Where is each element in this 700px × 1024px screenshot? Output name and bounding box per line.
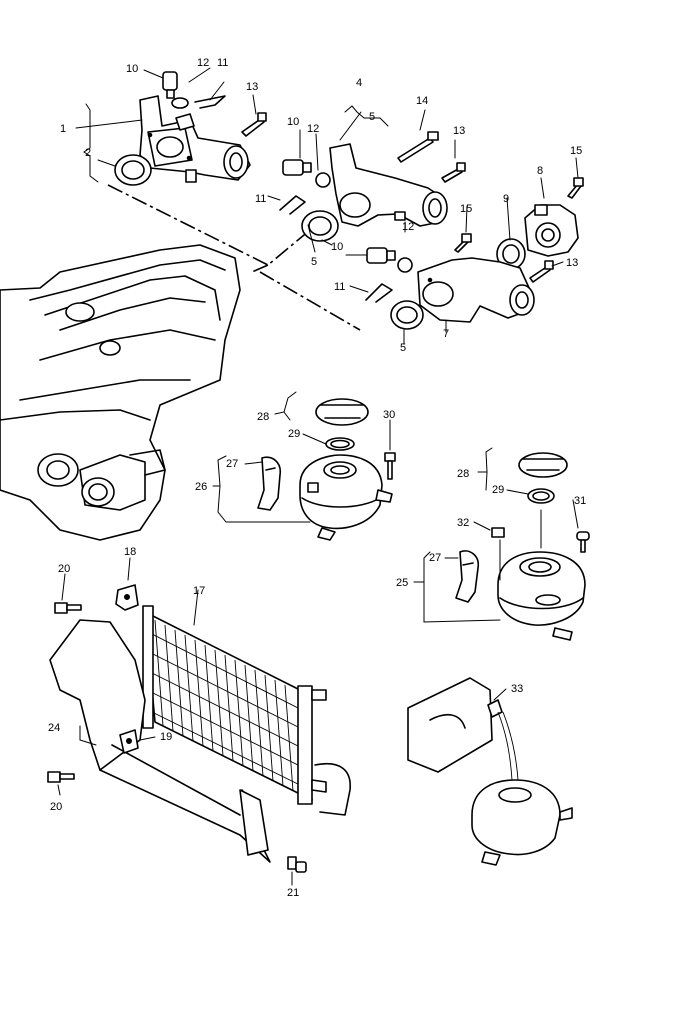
coolant-flange-right[interactable] xyxy=(329,143,448,227)
coolant-canister-33[interactable] xyxy=(407,677,519,781)
callout-27-lower: 27 xyxy=(429,552,441,564)
callout-8: 8 xyxy=(537,165,543,177)
callout-21: 21 xyxy=(287,887,299,899)
o-ring-12-lower[interactable] xyxy=(397,257,413,273)
callout-29-upper: 29 xyxy=(288,428,300,440)
callout-33: 33 xyxy=(511,683,523,695)
callout-32: 32 xyxy=(457,517,469,529)
bolt-13-lower[interactable] xyxy=(529,260,554,283)
assembly-centerline xyxy=(107,184,361,331)
bolt-20-lower[interactable] xyxy=(47,771,75,783)
callout-10-top-left: 10 xyxy=(126,63,138,75)
clip-11-left[interactable] xyxy=(194,95,226,109)
callout-15-middle: 15 xyxy=(460,203,472,215)
nut-32[interactable] xyxy=(491,527,505,538)
leader-lines xyxy=(57,67,579,886)
callout-12-lower: 12 xyxy=(402,221,414,233)
callout-13-lower: 13 xyxy=(566,257,578,269)
engine-block xyxy=(0,244,241,541)
heat-shield-27-lower[interactable] xyxy=(455,550,480,603)
callout-26: 26 xyxy=(195,481,207,493)
o-ring-12-right[interactable] xyxy=(315,172,331,188)
callout-20-upper: 20 xyxy=(58,563,70,575)
coolant-flange-8[interactable] xyxy=(524,204,579,257)
o-ring-12-left[interactable] xyxy=(171,97,189,109)
callout-15-right: 15 xyxy=(570,145,582,157)
expansion-tank-25[interactable] xyxy=(497,551,586,641)
callout-5-lower: 5 xyxy=(400,342,406,354)
temperature-sensor-top-left[interactable] xyxy=(162,71,178,99)
coolant-flange-left[interactable] xyxy=(139,95,251,183)
callout-27-upper: 27 xyxy=(226,458,238,470)
callout-28-lower: 28 xyxy=(457,468,469,480)
callout-31: 31 xyxy=(574,495,586,507)
radiator-17[interactable] xyxy=(142,605,327,805)
callout-1: 1 xyxy=(60,123,66,135)
bolt-20-upper[interactable] xyxy=(54,602,82,614)
filler-cap-28-lower[interactable] xyxy=(518,452,568,478)
heat-shield-27-upper[interactable] xyxy=(257,456,282,511)
bolt-13-right[interactable] xyxy=(441,162,466,183)
callout-20-lower: 20 xyxy=(50,801,62,813)
callout-labels: 10 12 11 13 1 2 4 5 14 10 12 13 8 15 9 1… xyxy=(48,57,586,899)
clip-11-lower[interactable] xyxy=(365,283,393,303)
sensor-21[interactable] xyxy=(287,856,307,873)
gasket-5-upper[interactable] xyxy=(301,210,339,242)
callout-28-upper: 28 xyxy=(257,411,269,423)
bracket-18[interactable] xyxy=(115,584,139,611)
callout-12-top-left: 12 xyxy=(197,57,209,69)
clip-11-right[interactable] xyxy=(279,195,306,215)
bolt-31[interactable] xyxy=(576,531,590,553)
callout-18: 18 xyxy=(124,546,136,558)
callout-13-top-left: 13 xyxy=(246,81,258,93)
callout-5-top: 5 xyxy=(369,111,375,123)
expansion-tank-filled[interactable] xyxy=(471,779,573,866)
callout-2: 2 xyxy=(85,147,91,159)
callout-7: 7 xyxy=(443,328,449,340)
callout-10-lower: 10 xyxy=(331,241,343,253)
bracket-19[interactable] xyxy=(119,729,139,754)
callout-29-lower: 29 xyxy=(492,484,504,496)
callout-13-middle: 13 xyxy=(453,125,465,137)
callout-9: 9 xyxy=(503,193,509,205)
callout-24: 24 xyxy=(48,722,60,734)
callout-10-middle: 10 xyxy=(287,116,299,128)
filler-cap-28-upper[interactable] xyxy=(315,398,369,426)
callout-11-top-left: 11 xyxy=(217,57,228,69)
bolt-14[interactable] xyxy=(397,131,439,163)
callout-19: 19 xyxy=(160,731,172,743)
gasket-2[interactable] xyxy=(114,154,152,186)
callout-11-lower: 11 xyxy=(334,281,345,293)
bolt-30[interactable] xyxy=(384,452,396,480)
callout-11-middle: 11 xyxy=(255,193,266,205)
callout-5-middle: 5 xyxy=(311,256,317,268)
bolt-15-upper[interactable] xyxy=(567,177,584,199)
callout-25: 25 xyxy=(396,577,408,589)
coolant-flange-7[interactable] xyxy=(417,257,535,323)
bolt-13-left[interactable] xyxy=(241,112,267,137)
callout-30: 30 xyxy=(383,409,395,421)
seal-ring-29-lower[interactable] xyxy=(527,488,555,504)
callout-4: 4 xyxy=(356,77,362,89)
temperature-sensor-10-right[interactable] xyxy=(282,159,312,176)
temperature-sensor-10-lower[interactable] xyxy=(366,247,396,264)
callout-12-middle: 12 xyxy=(307,123,319,135)
bolt-15-lower[interactable] xyxy=(454,233,472,253)
expansion-tank-26[interactable] xyxy=(299,454,393,541)
callout-14: 14 xyxy=(416,95,428,107)
gasket-5-lower[interactable] xyxy=(390,300,424,330)
callout-17: 17 xyxy=(193,585,205,597)
